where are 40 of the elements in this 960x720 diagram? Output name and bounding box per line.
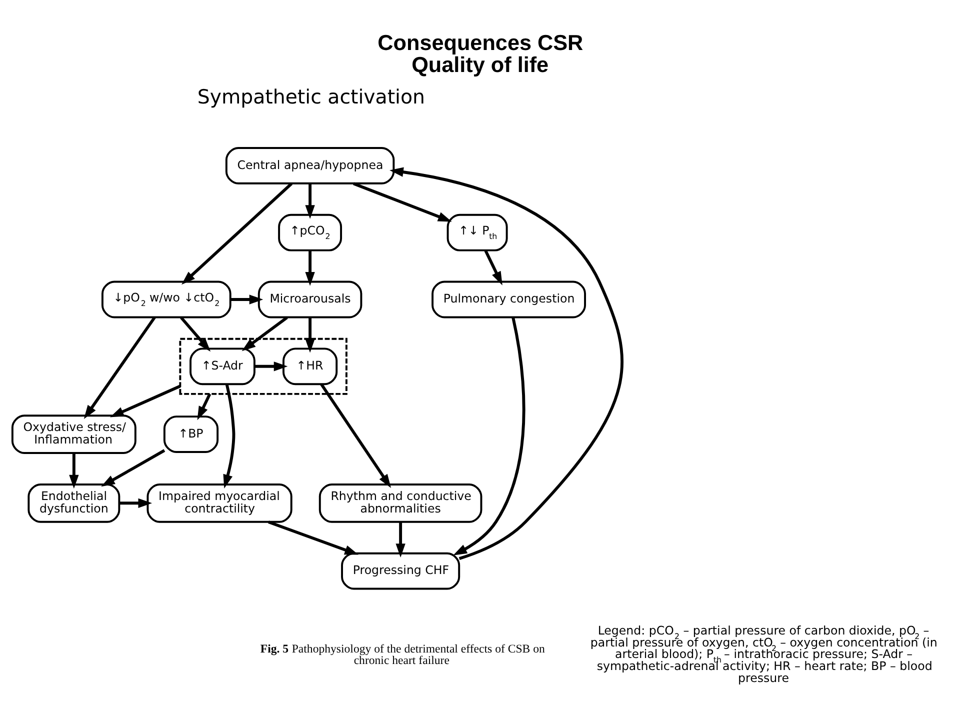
arrow — [320, 382, 392, 488]
arrow — [110, 384, 181, 417]
node-box: Impaired myocardial contractility — [146, 482, 292, 522]
node-box: ↑HR — [282, 347, 338, 385]
arrow — [254, 361, 288, 371]
arrow — [180, 316, 211, 352]
arrow — [353, 182, 452, 222]
arrow — [223, 383, 236, 488]
arrow — [230, 294, 264, 304]
arrow — [69, 452, 79, 488]
arrow — [305, 183, 315, 218]
node-box: Pulmonary congestion — [432, 280, 586, 318]
caption: Fig. 5 Pathophysiology of the detrimental effects of CSB on chronic heart failure — [260, 640, 545, 667]
label: Sympathetic activation — [197, 85, 426, 108]
node-box: ↑BP — [163, 415, 219, 452]
node-box: Central apnea/hypopnea — [225, 146, 395, 184]
diagram-title: Consequences CSR Quality of life — [378, 30, 584, 76]
node-box: Microarousals — [258, 280, 362, 318]
arrow — [484, 250, 502, 285]
node-box: Oxydative stress/ Inflammation — [11, 414, 136, 454]
node-box: ↓pO$_{2}$ w/wo ↓ctO$_{2}$ — [101, 280, 232, 318]
arrow — [197, 392, 212, 420]
arrow — [119, 498, 152, 508]
arrow — [268, 520, 359, 554]
arrow — [182, 182, 293, 284]
arrow — [242, 316, 288, 351]
node-box: ↑↓ P$_{th}$ — [446, 213, 508, 251]
node-box: Endothelial dysfunction — [28, 482, 120, 522]
node-box: ↑S-Adr — [190, 347, 256, 385]
node-box: Progressing CHF — [341, 552, 460, 590]
label: Legend: pCO$_{2}$ – partial pressure of carbon dioxide, pO$_{2}$ – partial pressure of oxygen, ctO$_{2}$ – oxygen concentration (in arterial blood); P$_{th}$ – intrathoracic pressure; S-Adr – sympathetic-adrenal activity; HR – heart rate; BP – blood pressure — [590, 623, 938, 684]
node-box: ↑pCO$_{2}$ — [278, 213, 342, 251]
node-box: Rhythm and conductive abnormalities — [318, 482, 482, 522]
arrow — [101, 448, 166, 486]
arrow — [390, 166, 624, 560]
arrow — [396, 522, 406, 557]
arrow — [305, 250, 315, 286]
arrow — [84, 316, 156, 419]
arrow — [305, 317, 315, 352]
arrow — [453, 316, 526, 555]
